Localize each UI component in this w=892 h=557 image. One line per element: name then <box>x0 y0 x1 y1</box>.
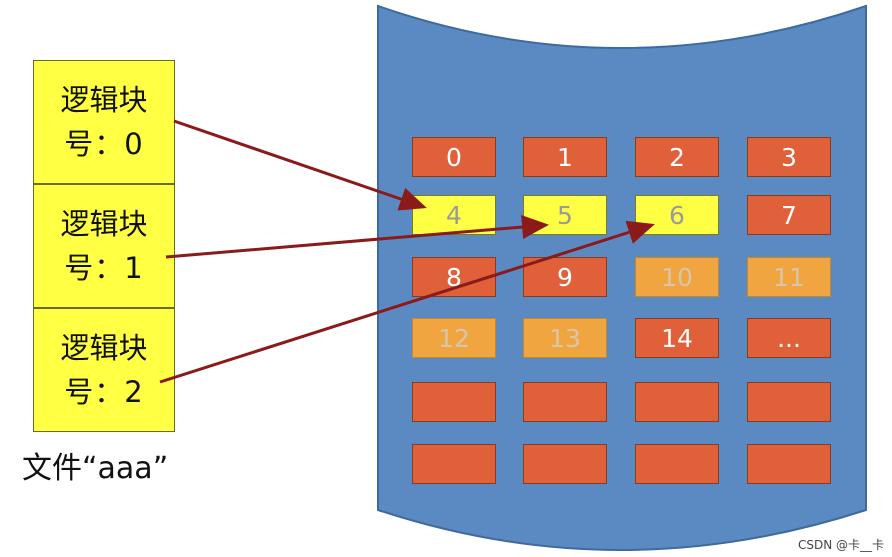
logical-block-0: 逻辑块 号：0 <box>33 60 175 184</box>
logical-block-2-line2: 号：2 <box>64 375 144 409</box>
logical-block-1: 逻辑块 号：1 <box>33 184 175 308</box>
physical-block-r3-c1: 13 <box>523 318 607 358</box>
physical-block-r1-c0: 4 <box>412 195 496 235</box>
physical-block-r5-c0 <box>412 444 496 484</box>
physical-block-r4-c2 <box>635 382 719 422</box>
logical-block-2-line1: 逻辑块 <box>60 331 148 365</box>
logical-block-2: 逻辑块 号：2 <box>33 308 175 432</box>
physical-block-r4-c3 <box>747 382 831 422</box>
physical-block-r0-c1: 1 <box>523 137 607 177</box>
physical-block-r3-c2: 14 <box>635 318 719 358</box>
physical-block-r2-c3: 11 <box>747 257 831 297</box>
physical-block-r2-c0: 8 <box>412 257 496 297</box>
physical-block-r5-c2 <box>635 444 719 484</box>
physical-block-r0-c3: 3 <box>747 137 831 177</box>
physical-block-r5-c1 <box>523 444 607 484</box>
physical-block-r2-c2: 10 <box>635 257 719 297</box>
physical-block-r0-c2: 2 <box>635 137 719 177</box>
physical-block-r3-c0: 12 <box>412 318 496 358</box>
physical-block-r1-c2: 6 <box>635 195 719 235</box>
physical-block-r3-c3: ... <box>747 318 831 358</box>
logical-block-0-line2: 号：0 <box>64 127 144 161</box>
logical-block-1-line1: 逻辑块 <box>60 207 148 241</box>
file-label: 文件“aaa” <box>22 451 169 486</box>
logical-block-1-line2: 号：1 <box>64 251 144 285</box>
physical-block-r1-c3: 7 <box>747 195 831 235</box>
watermark: CSDN @卡__卡 <box>797 538 884 552</box>
logical-block-0-line1: 逻辑块 <box>60 83 148 117</box>
physical-block-r0-c0: 0 <box>412 137 496 177</box>
physical-block-r1-c1: 5 <box>523 195 607 235</box>
physical-block-r5-c3 <box>747 444 831 484</box>
physical-block-r4-c0 <box>412 382 496 422</box>
physical-block-r4-c1 <box>523 382 607 422</box>
physical-block-r2-c1: 9 <box>523 257 607 297</box>
